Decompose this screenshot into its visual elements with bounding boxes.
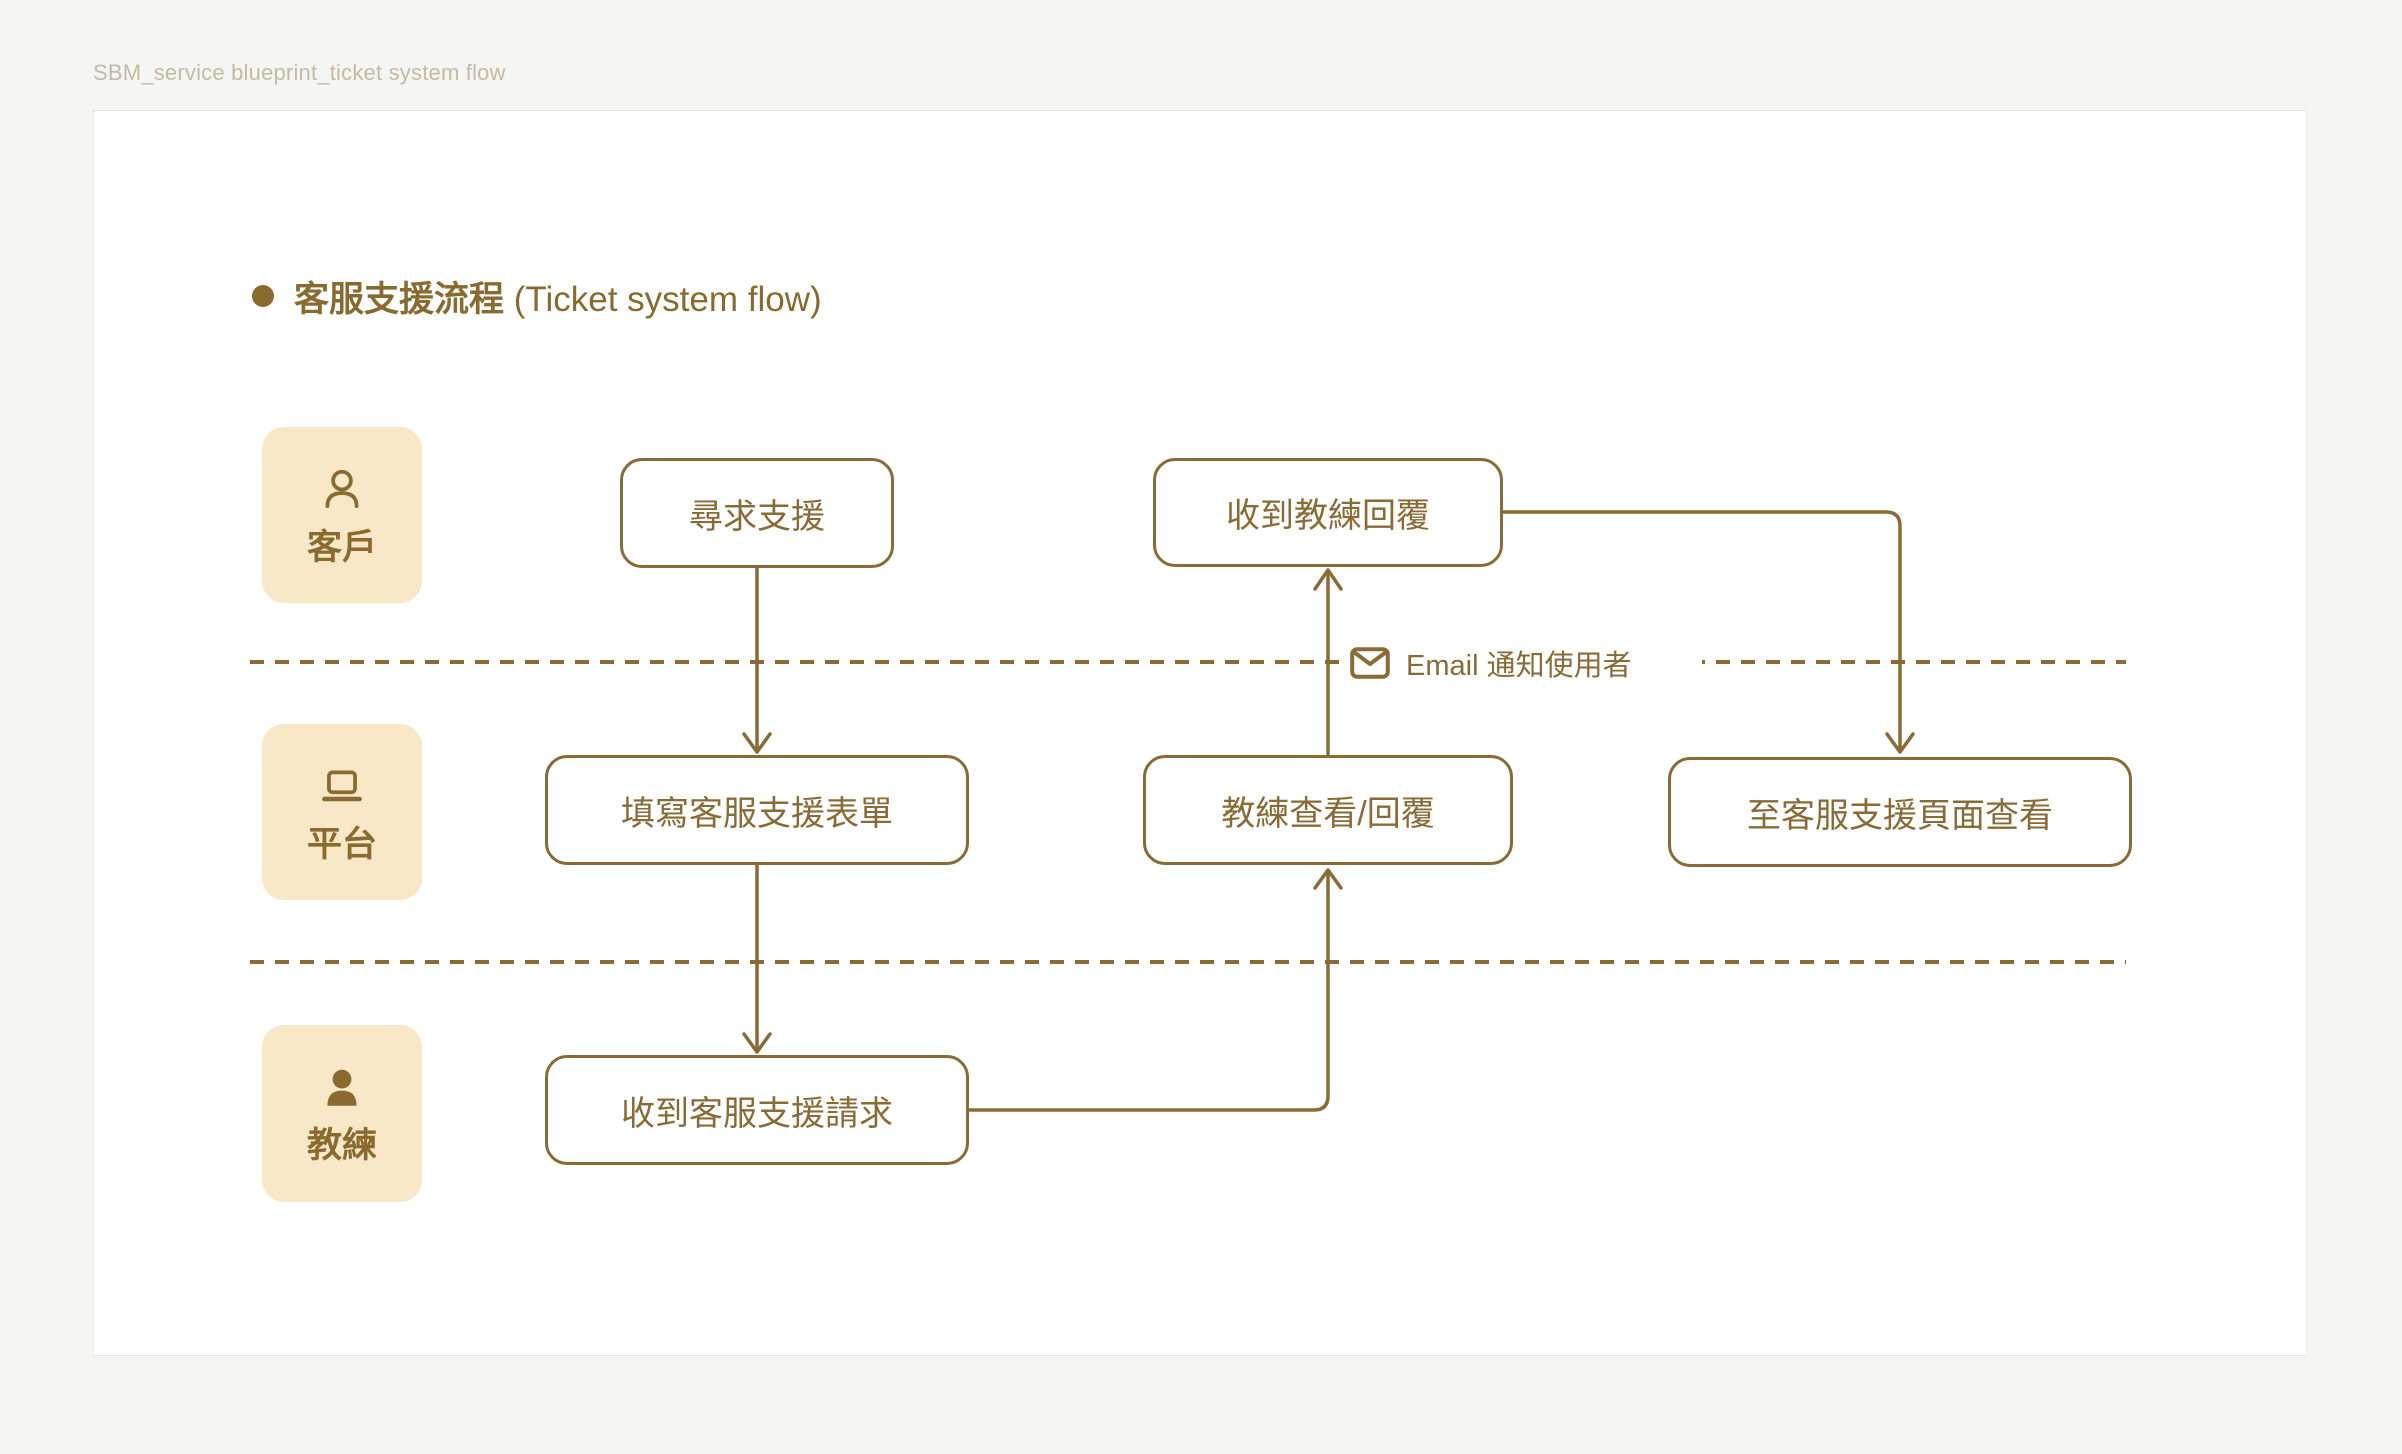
node-label: 至客服支援頁面查看 (1747, 796, 2053, 835)
envelope-icon (1350, 647, 1390, 679)
node-label: 尋求支援 (689, 497, 825, 536)
person-filled-icon (327, 1069, 357, 1106)
email-annotation-text: Email 通知使用者 (1406, 650, 1632, 682)
person-outline-icon (325, 469, 359, 508)
section-title: 客服支援流程 (Ticket system flow) (252, 272, 822, 320)
node-label: 收到教練回覆 (1226, 497, 1430, 535)
section-title-zh: 客服支援流程 (294, 279, 505, 319)
node-coach-view-reply[interactable]: 教練查看/回覆 (1143, 755, 1513, 865)
lane-label-customer: 客戶 (306, 527, 377, 567)
section-title-text: 客服支援流程 (Ticket system flow) (294, 271, 822, 322)
lane-label-platform: 平台 (306, 824, 377, 864)
section-title-en: (Ticket system flow) (504, 279, 822, 319)
blueprint-canvas (93, 110, 2307, 1356)
node-label: 填寫客服支援表單 (621, 794, 893, 833)
node-fill-support-form[interactable]: 填寫客服支援表單 (545, 755, 969, 865)
node-label: 收到客服支援請求 (621, 1094, 893, 1133)
laptop-icon (322, 770, 362, 801)
node-receive-coach-reply[interactable]: 收到教練回覆 (1153, 458, 1503, 567)
node-label: 教練查看/回覆 (1221, 794, 1435, 833)
file-title-label: SBM_service blueprint_ticket system flow (93, 60, 506, 85)
lane-chip-coach[interactable]: 教練 (262, 1025, 422, 1202)
node-seek-support[interactable]: 尋求支援 (620, 458, 894, 568)
lane-chip-customer[interactable]: 客戶 (262, 427, 422, 603)
lane-label-coach: 教練 (306, 1126, 377, 1165)
email-annotation: Email 通知使用者 (1350, 640, 1632, 686)
node-view-support-page[interactable]: 至客服支援頁面查看 (1668, 757, 2132, 867)
lane-chip-platform[interactable]: 平台 (262, 724, 422, 900)
node-receive-support-request[interactable]: 收到客服支援請求 (545, 1055, 969, 1165)
bullet-icon (252, 285, 274, 307)
